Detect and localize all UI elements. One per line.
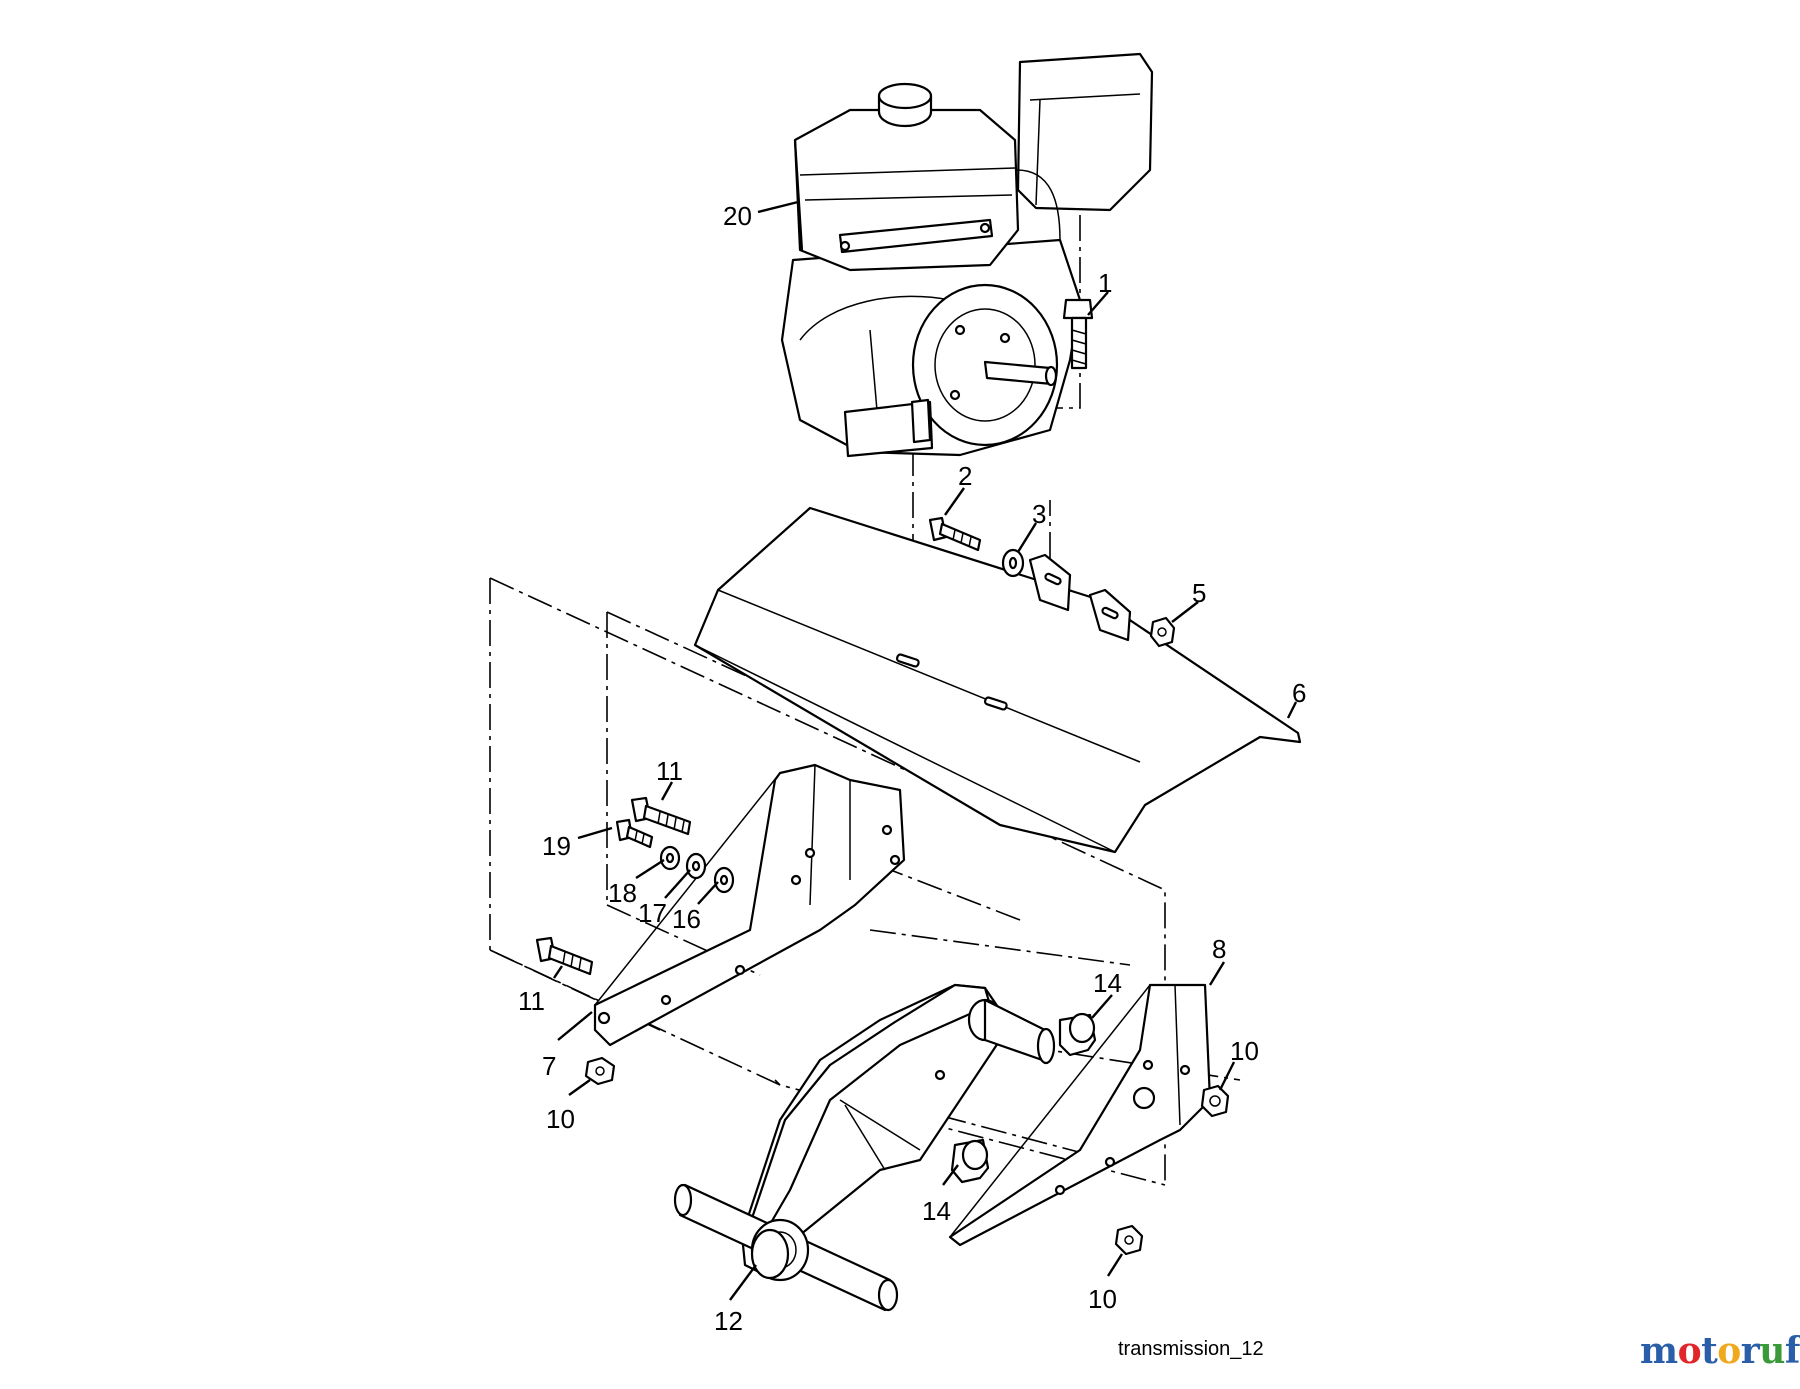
- callout-11-lower: 11: [518, 986, 545, 1016]
- left-mounting-bracket: [593, 763, 906, 1047]
- callout-10-right-lower: 10: [1088, 1284, 1117, 1314]
- brand-logo: motoruf.de: [1640, 1330, 1800, 1372]
- lower-bushing: [950, 1138, 990, 1184]
- callout-14-lower: 14: [922, 1196, 951, 1226]
- washer-16: [713, 866, 735, 894]
- shield-bolt: [928, 516, 982, 552]
- callout-20: 20: [723, 201, 752, 231]
- callout-leader-lines: [553, 200, 1298, 1301]
- left-bracket-nut: [584, 1056, 616, 1086]
- chain-case-transmission: [673, 983, 1056, 1312]
- figure-caption: transmission_12: [1118, 1338, 1264, 1360]
- engine-mount-bolt: [1062, 298, 1094, 370]
- callout-6: 6: [1292, 678, 1306, 708]
- callout-11-upper: 11: [656, 756, 683, 786]
- engine-assembly: [780, 52, 1154, 458]
- bracket-bolt-small: [615, 818, 654, 849]
- callout-2: 2: [958, 461, 972, 491]
- callout-10-left: 10: [546, 1104, 575, 1134]
- callout-16: 16: [672, 904, 701, 934]
- callout-labels: 20 1 2 3 5 6 11 19 18 17 16 11 7 10 8 14…: [518, 201, 1306, 1336]
- callout-1: 1: [1098, 268, 1112, 298]
- callout-10-right-upper: 10: [1230, 1036, 1259, 1066]
- upper-bushing: [1058, 1012, 1097, 1057]
- washer-18: [659, 845, 681, 871]
- shield-washer: [1001, 548, 1025, 578]
- right-bracket-nut-lower: [1114, 1224, 1144, 1256]
- callout-12: 12: [714, 1306, 743, 1336]
- callout-5: 5: [1192, 578, 1206, 608]
- bracket-bolt-upper: [630, 796, 692, 836]
- callout-19: 19: [542, 831, 571, 861]
- right-bracket-nut-upper: [1200, 1084, 1230, 1118]
- shield-nut: [1149, 616, 1176, 648]
- callout-14-upper: 14: [1093, 968, 1122, 998]
- callout-8: 8: [1212, 934, 1226, 964]
- right-mounting-bracket: [948, 983, 1212, 1247]
- callout-18: 18: [608, 878, 637, 908]
- washer-17: [685, 852, 707, 880]
- callout-3: 3: [1032, 499, 1046, 529]
- bracket-bolt-lower: [535, 936, 594, 976]
- tine-shield: [693, 506, 1302, 854]
- callout-7: 7: [542, 1051, 556, 1081]
- callout-17: 17: [638, 898, 667, 928]
